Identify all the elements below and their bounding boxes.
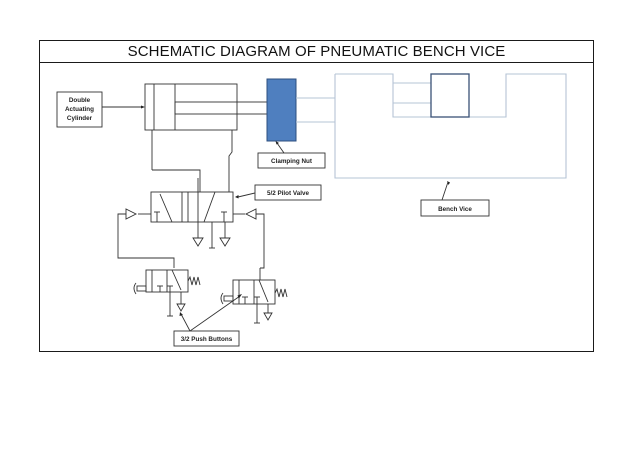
push-button-right-flow — [258, 279, 269, 303]
arrow-head-icon — [179, 312, 183, 316]
cylinder-port-line-right — [228, 130, 233, 192]
cylinder-label-box — [56, 91, 103, 128]
spring-left-icon — [187, 275, 201, 286]
title-bar: SCHEMATIC DIAGRAM OF PNEUMATIC BENCH VIC… — [40, 41, 593, 63]
cylinder-label-line-2: Actuating — [65, 106, 94, 113]
clamping-nut-label-group — [257, 141, 326, 169]
exhaust-left-icon — [192, 237, 204, 247]
bench-vice — [334, 73, 567, 179]
pilot-valve-5-2 — [117, 178, 265, 269]
spring-right-icon — [274, 287, 288, 298]
pilot-valve-label: 5/2 Pilot Valve — [267, 190, 310, 197]
clamping-nut-label: Clamping Nut — [271, 158, 313, 165]
push-button-right-plunger — [223, 295, 234, 302]
bench-vice-body — [334, 73, 567, 179]
cylinder-label-group — [56, 91, 145, 128]
bench-vice-label-group — [420, 181, 490, 217]
push-button-left-knob-icon — [133, 282, 137, 295]
pilot-valve-label-box — [254, 184, 322, 201]
diagram-frame: SCHEMATIC DIAGRAM OF PNEUMATIC BENCH VIC… — [39, 40, 594, 352]
vice-movable-jaw — [430, 73, 470, 118]
clamping-nut-leader — [276, 142, 285, 154]
arrow-head-icon — [235, 195, 239, 199]
push-button-left-exhaust-icon — [176, 303, 186, 312]
diagram-title: SCHEMATIC DIAGRAM OF PNEUMATIC BENCH VIC… — [127, 43, 506, 60]
cylinder-body — [144, 83, 238, 131]
push-button-left-flow — [171, 269, 182, 291]
arrow-head-icon — [237, 294, 242, 299]
flow-path-diagonal-right — [203, 191, 216, 223]
cylinder-label-line-1: Double — [69, 97, 91, 104]
arrow-head-icon — [141, 105, 145, 109]
arrow-head-icon — [275, 141, 279, 145]
pilot-signal-left-icon — [125, 208, 138, 220]
arrow-head-icon — [447, 181, 450, 185]
push-buttons-label: 3/2 Push Buttons — [181, 336, 233, 343]
clamping-nut — [266, 78, 297, 142]
pilot-route-left — [117, 213, 175, 268]
cylinder-label-line-3: Cylinder — [67, 115, 93, 122]
bench-vice-label: Bench Vice — [438, 206, 472, 213]
pilot-route-right — [256, 213, 265, 269]
push-button-valve-right — [220, 268, 288, 324]
bench-vice-label-box — [420, 199, 490, 217]
push-buttons-label-group — [173, 294, 242, 347]
piston-rod — [174, 101, 268, 115]
push-buttons-label-box — [173, 330, 240, 347]
double-acting-cylinder — [144, 83, 268, 192]
flow-path-diagonal-left — [159, 193, 173, 223]
push-button-right-knob-icon — [220, 292, 224, 305]
push-button-right-exhaust-icon — [263, 312, 273, 321]
pilot-signal-right-icon — [244, 208, 257, 220]
exhaust-right-icon — [219, 237, 231, 247]
clamping-nut-label-box — [257, 152, 326, 169]
pilot-valve-leader — [237, 192, 256, 198]
nut-to-vice-rods — [296, 97, 335, 123]
push-button-left-plunger — [136, 285, 147, 292]
push-button-valve-left — [133, 269, 201, 317]
pilot-valve-body — [150, 191, 234, 223]
cylinder-port-line-left-route — [152, 169, 201, 192]
pilot-valve-label-group — [235, 184, 322, 201]
bench-vice-leader — [441, 181, 449, 201]
